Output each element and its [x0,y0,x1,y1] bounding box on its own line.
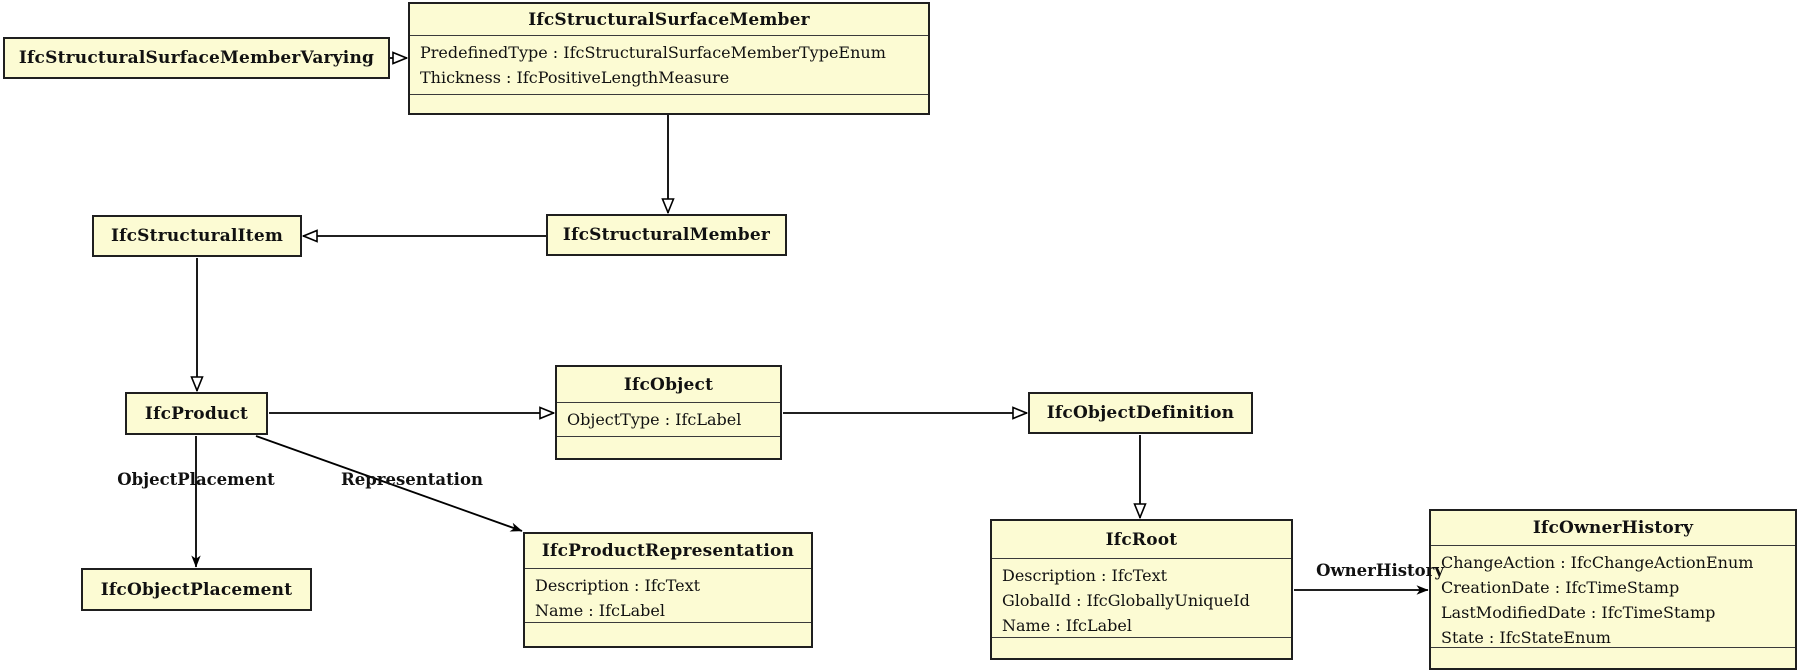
class-title: IfcStructuralMember [562,225,771,245]
class-box-ifcroot[interactable]: IfcRoot Description : IfcText GlobalId :… [990,519,1293,660]
class-title: IfcStructuralSurfaceMember [410,4,928,36]
class-box-ifcstructuralsurfacemembervarying[interactable]: IfcStructuralSurfaceMemberVarying [3,37,390,79]
class-box-ifcstructuralmember[interactable]: IfcStructuralMember [546,214,787,256]
class-attribute: GlobalId : IfcGloballyUniqueId [1002,591,1250,610]
edge-label-ownerhistory: OwnerHistory [1316,561,1444,580]
class-title: IfcRoot [992,521,1291,559]
empty-compartment [992,637,1291,658]
class-title: IfcObjectPlacement [100,579,293,600]
empty-compartment [410,94,928,113]
class-box-ifcstructuralsurfacemember[interactable]: IfcStructuralSurfaceMember PredefinedTyp… [408,2,930,115]
attributes-compartment: Description : IfcText GlobalId : IfcGlob… [992,559,1291,637]
empty-compartment [557,436,780,458]
attributes-compartment: Description : IfcText Name : IfcLabel [525,569,811,622]
class-attribute: CreationDate : IfcTimeStamp [1441,578,1680,597]
empty-compartment [525,622,811,646]
class-attribute: State : IfcStateEnum [1441,628,1611,647]
class-attribute: Thickness : IfcPositiveLengthMeasure [420,68,730,87]
class-attribute: ChangeAction : IfcChangeActionEnum [1441,553,1754,572]
class-box-ifcstructuralitem[interactable]: IfcStructuralItem [92,215,302,257]
class-box-ifcobjectdefinition[interactable]: IfcObjectDefinition [1028,392,1253,434]
class-attribute: Name : IfcLabel [535,601,665,620]
class-box-ifcproduct[interactable]: IfcProduct [125,392,268,435]
class-box-ifcobjectplacement[interactable]: IfcObjectPlacement [81,568,312,611]
attributes-compartment: PredefinedType : IfcStructuralSurfaceMem… [410,36,928,94]
edge-label-objectplacement: ObjectPlacement [117,470,275,489]
class-attribute: LastModifiedDate : IfcTimeStamp [1441,603,1716,622]
class-attribute: ObjectType : IfcLabel [567,410,742,429]
edge-label-representation: Representation [341,470,483,489]
class-title: IfcProductRepresentation [525,534,811,569]
empty-compartment [1431,647,1795,668]
class-box-ifcownerhistory[interactable]: IfcOwnerHistory ChangeAction : IfcChange… [1429,509,1797,670]
class-title: IfcObject [557,367,780,403]
attributes-compartment: ObjectType : IfcLabel [557,403,780,436]
class-title: IfcOwnerHistory [1431,511,1795,546]
class-box-ifcobject[interactable]: IfcObject ObjectType : IfcLabel [555,365,782,460]
class-title: IfcObjectDefinition [1046,403,1235,423]
class-attribute: Name : IfcLabel [1002,616,1132,635]
class-attribute: Description : IfcText [1002,566,1168,585]
class-attribute: Description : IfcText [535,576,701,595]
class-box-ifcproductrepresentation[interactable]: IfcProductRepresentation Description : I… [523,532,813,648]
class-attribute: PredefinedType : IfcStructuralSurfaceMem… [420,43,886,62]
attributes-compartment: ChangeAction : IfcChangeActionEnum Creat… [1431,546,1795,647]
class-title: IfcStructuralItem [110,226,284,246]
class-title: IfcProduct [144,403,249,424]
class-title: IfcStructuralSurfaceMemberVarying [18,48,375,68]
